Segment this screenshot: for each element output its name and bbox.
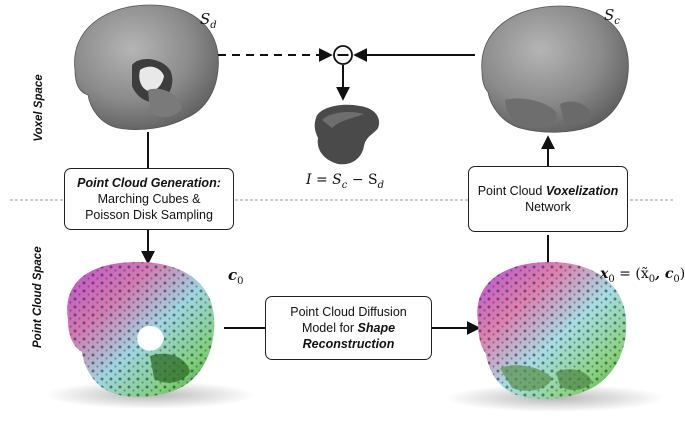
voxelization-network-box: Point Cloud Voxelization Network (468, 166, 628, 232)
x0-equation: x0 = (x̃0, c0) (600, 266, 685, 285)
c0-label: c0 (228, 266, 244, 287)
point-cloud-generation-box: Point Cloud Generation: Marching Cubes &… (64, 168, 234, 230)
implant-equation: I = Sc − Sd (306, 172, 384, 191)
voxelization-line1: Point Cloud Voxelization (478, 183, 619, 199)
voxel-space-label: Voxel Space (33, 73, 45, 143)
diffusion-line2: Model for Shape (302, 320, 395, 336)
sc-label: Sc (604, 6, 620, 27)
defective-skull-voxel (75, 5, 219, 130)
defective-skull-pointcloud (45, 262, 255, 409)
generation-line2: Marching Cubes & (98, 191, 201, 207)
diffusion-line1: Point Cloud Diffusion (290, 304, 407, 320)
point-cloud-space-label: Point Cloud Space (32, 248, 44, 348)
generation-title: Point Cloud Generation: (77, 175, 221, 191)
voxelization-line2: Network (525, 199, 571, 215)
generation-line3: Poisson Disk Sampling (85, 207, 213, 223)
diffusion-line3: Reconstruction (303, 336, 395, 352)
diffusion-model-box: Point Cloud Diffusion Model for Shape Re… (265, 296, 432, 360)
sd-label: Sd (200, 10, 217, 31)
implant-shape (315, 105, 379, 165)
